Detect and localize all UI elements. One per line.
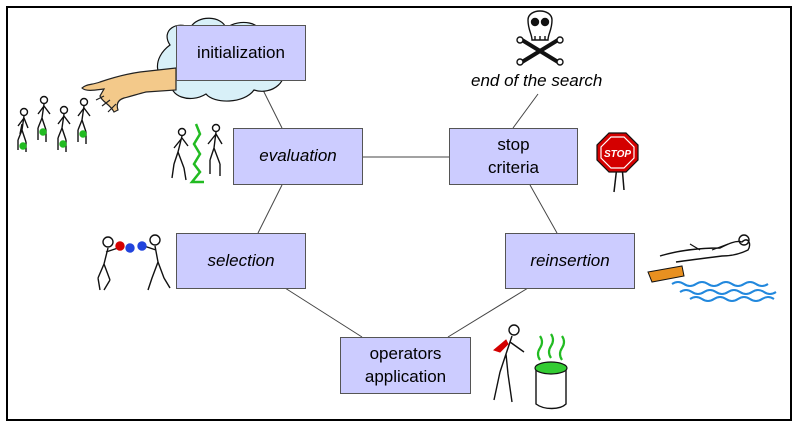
stop-criteria-label: stop criteria <box>487 135 539 177</box>
cauldron-icon <box>492 324 568 410</box>
connectors <box>257 79 558 338</box>
stop-sign-text: STOP <box>604 149 631 160</box>
edge-evaluation-selection <box>257 184 283 234</box>
edge-selection-operators <box>284 287 363 338</box>
edge-stop-end <box>512 93 539 129</box>
end-of-search-label: end of the search <box>471 71 603 90</box>
edge-reinsertion-operators <box>447 287 529 338</box>
diagram-frame <box>6 6 792 421</box>
operators-application-label: operators application <box>364 344 447 386</box>
boxers-icon <box>97 234 171 291</box>
selection-node: selection <box>176 233 306 289</box>
reinsertion-node: reinsertion <box>505 233 635 289</box>
evaluation-node: evaluation <box>233 128 363 185</box>
selection-label: selection <box>207 250 275 270</box>
stop-sign-icon: STOP <box>596 132 639 193</box>
reinsertion-label: reinsertion <box>530 250 610 270</box>
initialization-label: initialization <box>197 42 285 62</box>
swimmer-icon <box>647 234 777 302</box>
edge-stop-reinsertion <box>529 184 558 234</box>
initialization-node: initialization <box>176 25 306 81</box>
operators-application-node: operators application <box>340 337 471 394</box>
skull-crossbones-icon <box>516 10 564 66</box>
evaluation-label: evaluation <box>259 146 337 166</box>
measuring-people-icon <box>171 123 223 184</box>
people-icon <box>17 95 91 152</box>
stop-criteria-node: stop criteria <box>449 128 578 185</box>
hand-icon <box>81 67 177 113</box>
